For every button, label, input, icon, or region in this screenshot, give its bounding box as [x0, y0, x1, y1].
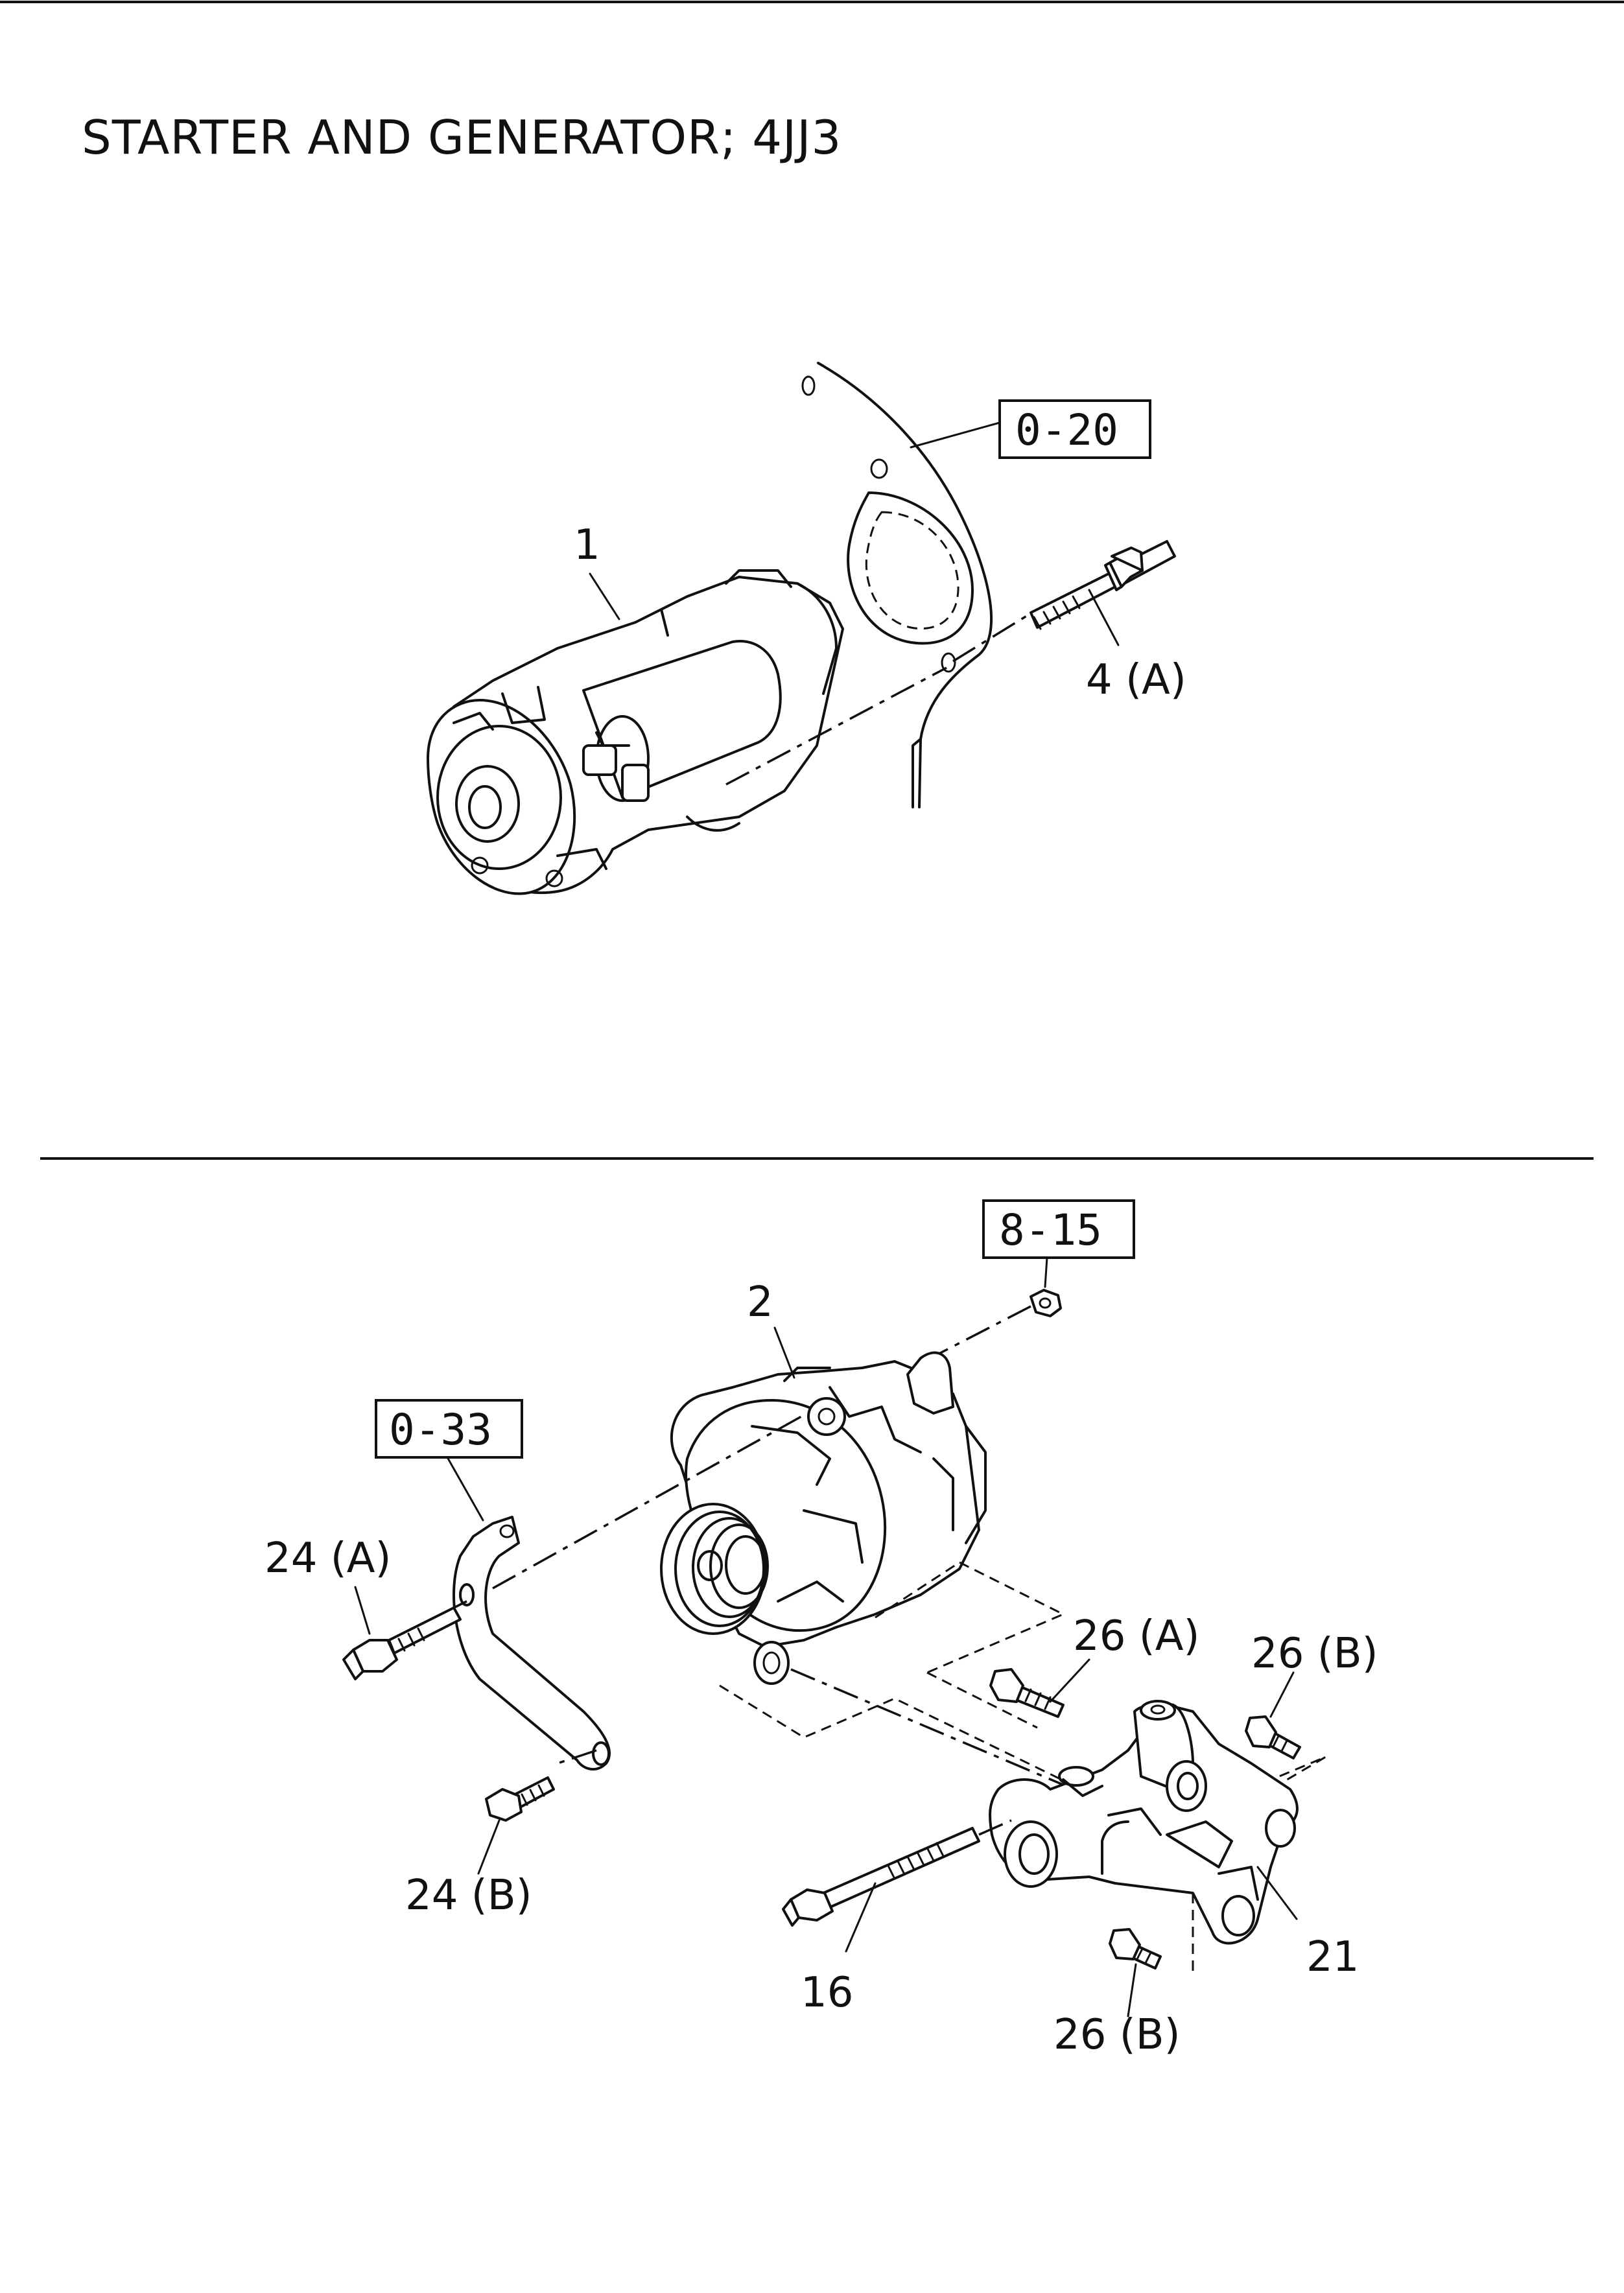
leader-24b — [477, 1819, 500, 1875]
bolt-16 — [782, 1827, 980, 1927]
ref-box-8-15 — [982, 1199, 1135, 1259]
flywheel-housing — [801, 362, 993, 808]
bolt-4a — [1030, 540, 1176, 630]
mount-outline-lower — [719, 1684, 1122, 1810]
bolt-26b-lower — [1109, 1928, 1162, 1970]
bolt-26b-upper — [1245, 1715, 1301, 1759]
ref-label-0-20: 0-20 — [1015, 405, 1118, 455]
callout-1: 1 — [574, 521, 600, 569]
generator-bracket — [989, 1700, 1299, 1945]
bolt-26a — [989, 1668, 1065, 1718]
callout-26b-upper: 26 (B) — [1251, 1630, 1378, 1678]
ref-box-0-33 — [375, 1399, 523, 1459]
bolt-24a — [342, 1606, 462, 1680]
callout-26a: 26 (A) — [1073, 1612, 1200, 1660]
leader-16 — [845, 1882, 877, 1953]
ref-label-0-33: 0-33 — [389, 1405, 492, 1455]
leader-24a — [354, 1586, 371, 1635]
leader-26b-upper — [1269, 1671, 1295, 1718]
nut-8-15 — [1030, 1289, 1062, 1317]
starter-motor — [427, 569, 844, 895]
bolt-24b — [485, 1776, 555, 1822]
callout-24b: 24 (B) — [405, 1872, 532, 1920]
starter-centerline — [725, 666, 947, 786]
callout-16: 16 — [801, 1969, 853, 2017]
leader-1 — [589, 572, 620, 620]
callout-2: 2 — [747, 1278, 773, 1326]
alt-bracket-centerline — [492, 1412, 808, 1590]
callout-24a: 24 (A) — [265, 1535, 392, 1582]
callout-21: 21 — [1306, 1933, 1359, 1981]
leader-2 — [773, 1326, 795, 1379]
ref-box-0-20 — [998, 399, 1151, 459]
leader-0-20 — [910, 421, 1001, 449]
mount-outline-right — [926, 1671, 1326, 1817]
bolt-16-centerline — [978, 1819, 1012, 1836]
ref-label-8-15: 8-15 — [999, 1205, 1102, 1255]
leader-26b-lower — [1127, 1963, 1137, 2017]
mount-outline-upper — [875, 1561, 1066, 1674]
generator-lower-centerline — [790, 1668, 1090, 1797]
leader-8-15 — [1044, 1256, 1048, 1288]
callout-4a: 4 (A) — [1086, 656, 1186, 704]
bolt-24a-centerline — [453, 1600, 467, 1609]
bolt-4a-centerline — [952, 608, 1038, 663]
plate-lower-centerline — [557, 1749, 597, 1765]
adjusting-plate — [453, 1516, 611, 1770]
leader-4a — [1088, 589, 1120, 646]
leader-21 — [1256, 1866, 1298, 1920]
leader-26a — [1049, 1658, 1090, 1703]
callout-26b-lower: 26 (B) — [1053, 2011, 1181, 2059]
leader-0-33 — [446, 1456, 484, 1522]
page-title: STARTER AND GENERATOR; 4JJ3 — [82, 110, 842, 165]
generator — [660, 1351, 987, 1685]
